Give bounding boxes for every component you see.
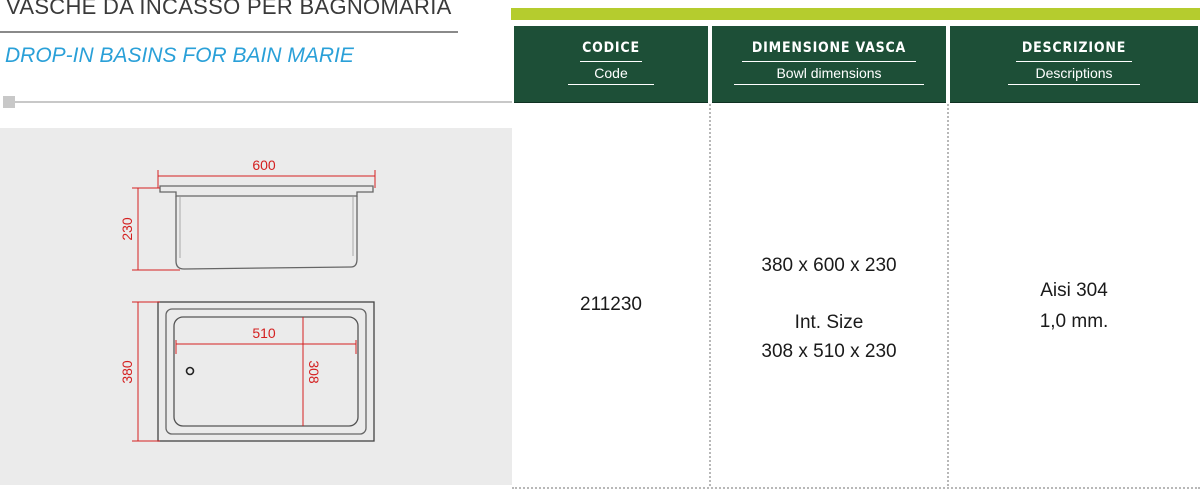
side-view-inner-wall [179,196,354,258]
top-view-depth-label: 380 [119,360,135,384]
column-header-subtitle: Code [594,65,628,81]
table-bottom-border [512,487,1200,489]
column-header-subtitle: Descriptions [1035,65,1113,81]
column-header-title: DESCRIZIONE [1021,40,1127,56]
column-code: CODICE Code 211230 [512,26,710,486]
column-dimensions: DIMENSIONE VASCA Bowl dimensions 380 x 6… [710,26,948,486]
column-header-subtitle: Bowl dimensions [776,65,882,81]
cell-int-size-label: Int. Size [794,312,864,333]
cell-material: Aisi 304 [1040,280,1108,301]
header-underline [1016,61,1132,62]
side-view-rim [159,185,374,197]
cell-internal-dimensions: 308 x 510 x 230 [761,341,897,362]
side-view-basin [175,196,358,270]
technical-drawing-panel: 600 230 510 380 308 [0,128,512,485]
column-divider [947,104,949,486]
section-divider [15,101,512,103]
top-view-inner-rim [165,308,367,435]
header-underline [1008,84,1140,85]
column-header-description: DESCRIZIONE Descriptions [950,26,1198,103]
column-description: DESCRIZIONE Descriptions Aisi 304 1,0 mm… [948,26,1200,486]
accent-bar [511,8,1200,20]
top-view [157,301,375,442]
side-view [159,185,374,270]
top-view-basin [173,316,359,427]
top-view-inner-depth-label: 308 [306,360,322,384]
side-view-dimension-lines [132,170,376,271]
drain-hole [185,366,195,376]
cell-thickness: 1,0 mm. [1039,311,1109,332]
header-underline [568,84,654,85]
side-view-width-label: 600 [252,157,276,173]
product-table: CODICE Code 211230 DIMENSIONE VASCA Bowl… [512,26,1200,486]
section-marker-square [3,96,15,108]
top-view-rim [157,301,375,442]
title-divider [0,31,458,33]
header-underline [580,61,642,62]
top-view-dimension-lines [132,301,357,442]
side-view-height-label: 230 [119,217,135,241]
cell-code: 211230 [580,294,642,315]
top-view-inner-width-label: 510 [252,325,276,341]
page-subtitle-english: DROP-IN BASINS FOR BAIN MARIE [5,44,354,67]
basin-technical-drawing: 600 230 510 380 308 [119,157,376,442]
header-underline [742,61,916,62]
column-header-dimensions: DIMENSIONE VASCA Bowl dimensions [712,26,946,103]
column-header-code: CODICE Code [514,26,708,103]
page-title-italian: VASCHE DA INCASSO PER BAGNOMARIA [6,0,452,19]
header-underline [734,84,924,85]
column-header-title: DIMENSIONE VASCA [751,40,907,56]
column-header-title: CODICE [582,40,640,56]
column-divider [709,104,711,486]
cell-external-dimensions: 380 x 600 x 230 [761,255,897,276]
